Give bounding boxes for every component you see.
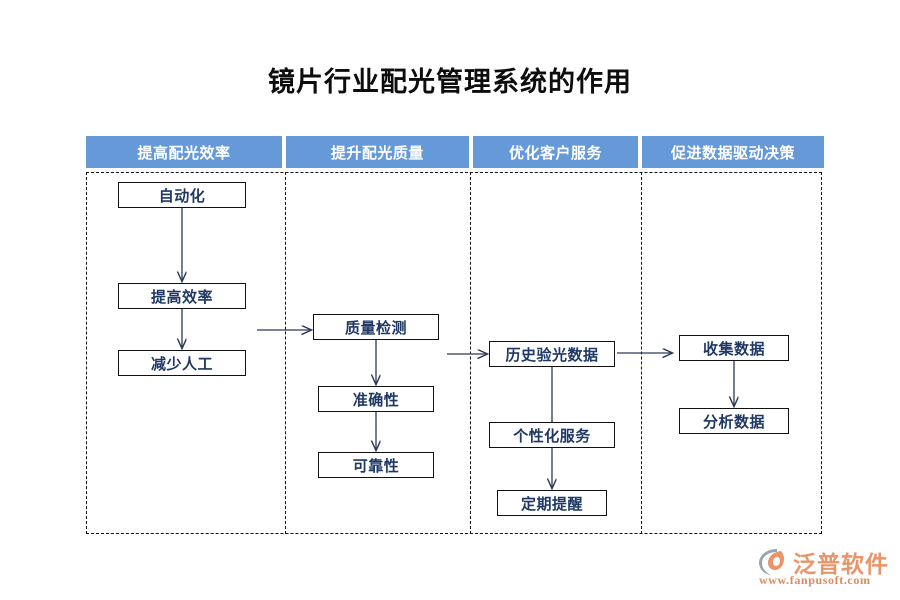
lane-frame bbox=[86, 172, 822, 534]
node-quality-inspection[interactable]: 质量检测 bbox=[313, 314, 439, 340]
column-header-bar: 提高配光效率 提升配光质量 优化客户服务 促进数据驱动决策 bbox=[86, 136, 824, 168]
column-header-improve-efficiency: 提高配光效率 bbox=[86, 136, 282, 168]
lane-divider-1 bbox=[285, 172, 286, 534]
lane-divider-2 bbox=[470, 172, 471, 534]
node-reliability[interactable]: 可靠性 bbox=[318, 452, 434, 478]
brand-name: 泛普软件 bbox=[793, 551, 889, 577]
node-automation[interactable]: 自动化 bbox=[118, 182, 246, 208]
node-personalized-service[interactable]: 个性化服务 bbox=[489, 422, 615, 448]
column-header-improve-quality: 提升配光质量 bbox=[285, 136, 469, 168]
column-header-optimize-service: 优化客户服务 bbox=[472, 136, 638, 168]
node-accuracy[interactable]: 准确性 bbox=[318, 386, 434, 412]
brand-url: www.fanpusoft.com bbox=[759, 573, 871, 587]
node-improve-efficiency[interactable]: 提高效率 bbox=[118, 283, 246, 309]
node-analyze-data[interactable]: 分析数据 bbox=[679, 408, 789, 434]
fanpu-logo-icon bbox=[759, 549, 784, 575]
node-historical-optometry-data[interactable]: 历史验光数据 bbox=[489, 341, 615, 367]
node-collect-data[interactable]: 收集数据 bbox=[679, 335, 789, 361]
lane-divider-3 bbox=[641, 172, 642, 534]
page-title: 镜片行业配光管理系统的作用 bbox=[268, 67, 632, 97]
brand-logo: 泛普软件 www.fanpusoft.com bbox=[757, 545, 897, 593]
column-header-data-driven-decision: 促进数据驱动决策 bbox=[642, 136, 824, 168]
node-regular-reminder[interactable]: 定期提醒 bbox=[497, 490, 607, 516]
node-reduce-labor[interactable]: 减少人工 bbox=[118, 350, 246, 376]
